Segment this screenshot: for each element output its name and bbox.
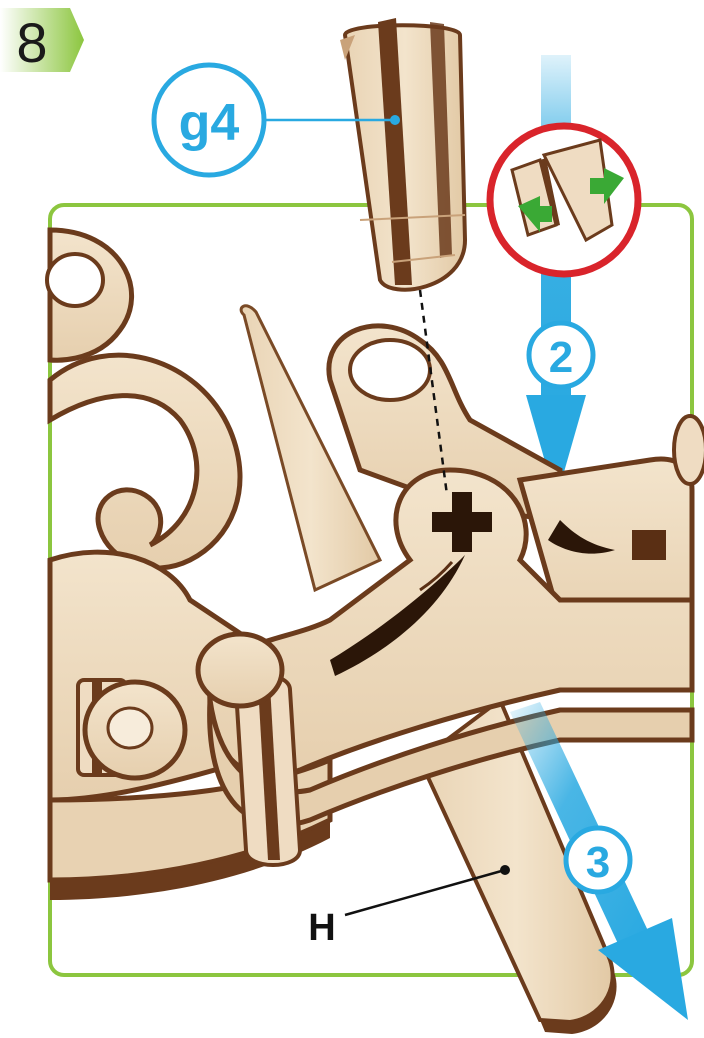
h-callout: H <box>308 865 510 949</box>
part-g4-peg <box>340 18 465 290</box>
step-number: 8 <box>16 11 47 74</box>
slide-arrow-number: 3 <box>566 828 630 892</box>
insert-arrow <box>526 55 586 500</box>
step-badge: 8 <box>0 8 84 74</box>
g4-label: g4 <box>179 94 240 152</box>
h-label: H <box>308 907 335 949</box>
press-fit-icon <box>490 126 638 274</box>
insert-arrow-label: 2 <box>549 333 573 382</box>
slide-arrow-label: 3 <box>586 838 610 887</box>
insert-arrow-number: 2 <box>529 323 593 387</box>
